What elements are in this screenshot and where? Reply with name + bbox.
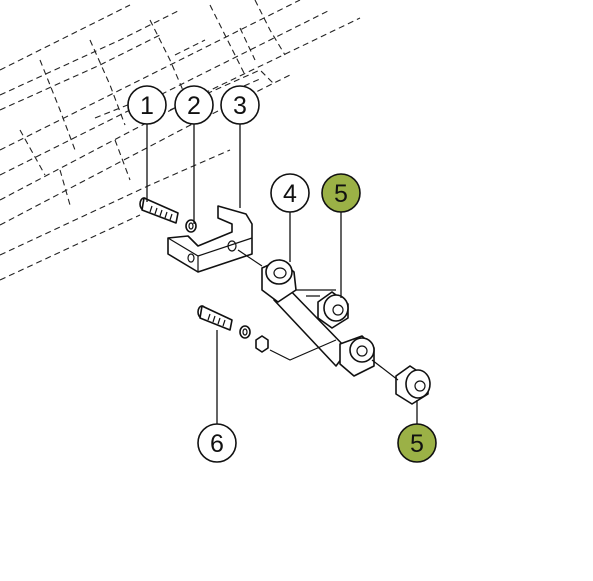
lower-bushing xyxy=(395,365,431,405)
callout-5-lower-label: 5 xyxy=(410,430,424,458)
callout-2-label: 2 xyxy=(187,92,201,120)
callout-5-upper: 5 xyxy=(321,173,361,213)
callout-4: 4 xyxy=(270,173,310,213)
callout-1: 1 xyxy=(127,85,167,125)
vehicle-frame-dashed xyxy=(0,0,361,281)
callout-5-lower: 5 xyxy=(397,423,437,463)
upper-bushing xyxy=(317,291,349,329)
assembly-lines xyxy=(237,249,399,381)
torque-rod xyxy=(261,259,375,377)
callout-3: 3 xyxy=(220,85,260,125)
lower-washer xyxy=(239,325,251,339)
callout-4-label: 4 xyxy=(283,180,297,208)
lower-bolt xyxy=(197,305,233,331)
mounting-bracket xyxy=(167,205,253,273)
leader-lines xyxy=(146,124,418,424)
callout-2: 2 xyxy=(174,85,214,125)
callout-1-label: 1 xyxy=(140,92,154,120)
callout-6: 6 xyxy=(197,423,237,463)
callout-6-label: 6 xyxy=(210,430,224,458)
lower-nut xyxy=(255,335,269,353)
upper-bolt xyxy=(139,197,179,224)
callout-5-upper-label: 5 xyxy=(334,180,348,208)
callout-3-label: 3 xyxy=(233,92,247,120)
